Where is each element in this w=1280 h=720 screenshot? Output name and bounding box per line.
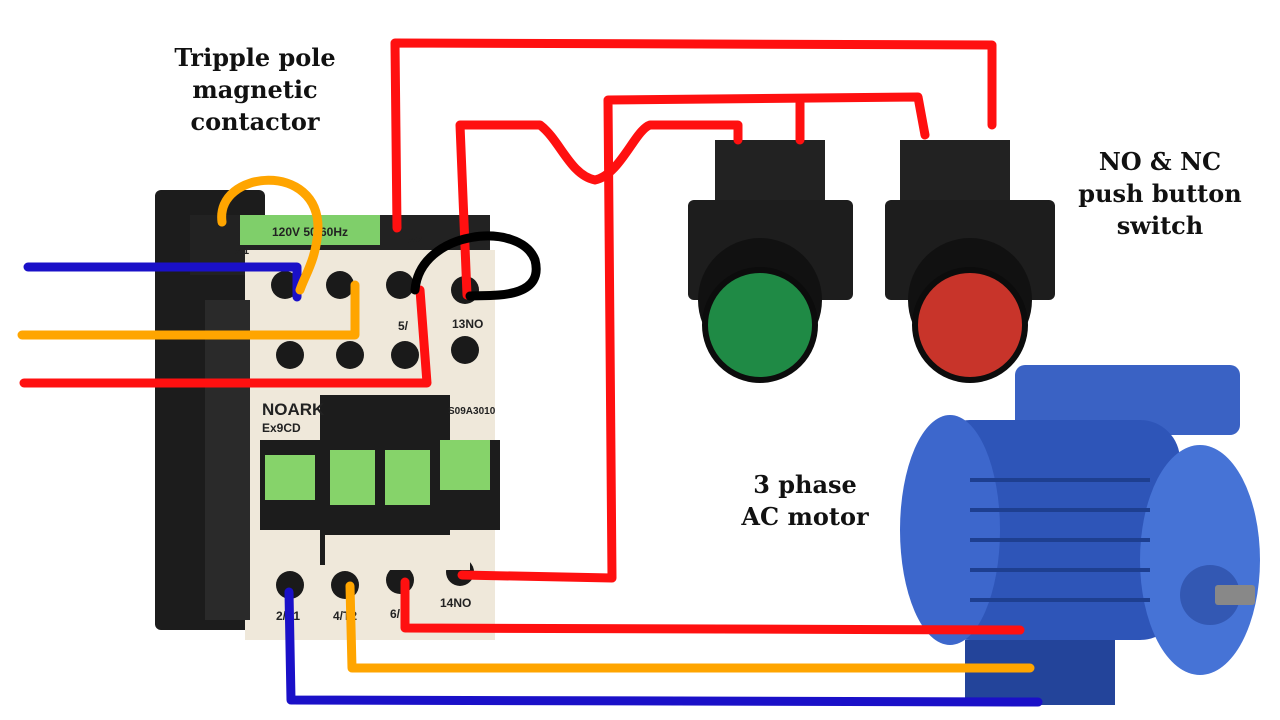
- part-number-label: S09A3010: [448, 406, 496, 417]
- wire-red-motor: [400, 577, 1025, 635]
- wire-black-loop: [410, 231, 541, 301]
- coil-label-plate: [240, 215, 380, 245]
- caption-line: 3 phase: [753, 470, 857, 499]
- terminal-14no-label: 14NO: [440, 596, 471, 610]
- caption-line: contactor: [190, 107, 320, 136]
- wire-red-supply: [19, 285, 432, 388]
- magnetic-contactor: 120V 50/60Hz NOARK Ex9CD S09A3010 A1 A2 …: [155, 190, 500, 640]
- caption-line: Tripple pole: [174, 43, 336, 72]
- terminal-a2-label: A2: [408, 234, 422, 246]
- terminal-5-label: 5/: [398, 319, 409, 333]
- contactor-caption: Tripple pole magnetic contactor: [150, 42, 360, 138]
- brand-label: NOARK: [262, 400, 325, 419]
- caption-line: AC motor: [741, 502, 869, 531]
- start-push-button: [688, 140, 853, 383]
- wire-orange-supply: [17, 280, 360, 340]
- wire-red-control-top: [390, 38, 997, 233]
- wire-orange-motor: [345, 581, 1035, 673]
- push-button-caption: NO & NC push button switch: [1060, 146, 1260, 242]
- caption-line: magnetic: [192, 75, 318, 104]
- coil-rating-label: 120V 50/60Hz: [272, 225, 348, 239]
- caption-line: push button: [1078, 179, 1242, 208]
- caption-line: switch: [1116, 211, 1204, 240]
- stop-push-button: [885, 140, 1055, 383]
- wire-blue-motor: [284, 587, 1043, 707]
- wire-red-14no: [457, 92, 930, 583]
- caption-line: NO & NC: [1098, 147, 1222, 176]
- three-phase-motor: [900, 365, 1260, 705]
- motor-caption: 3 phase AC motor: [720, 469, 890, 533]
- wire-red-13no: [455, 120, 743, 300]
- terminal-t3-label: 6/: [390, 607, 401, 621]
- model-label: Ex9CD: [262, 421, 301, 435]
- terminal-a1-label: A1: [235, 245, 249, 257]
- terminal-13no-label: 13NO: [452, 317, 483, 331]
- wire-orange-loop: [217, 175, 323, 295]
- wires: [17, 38, 1043, 707]
